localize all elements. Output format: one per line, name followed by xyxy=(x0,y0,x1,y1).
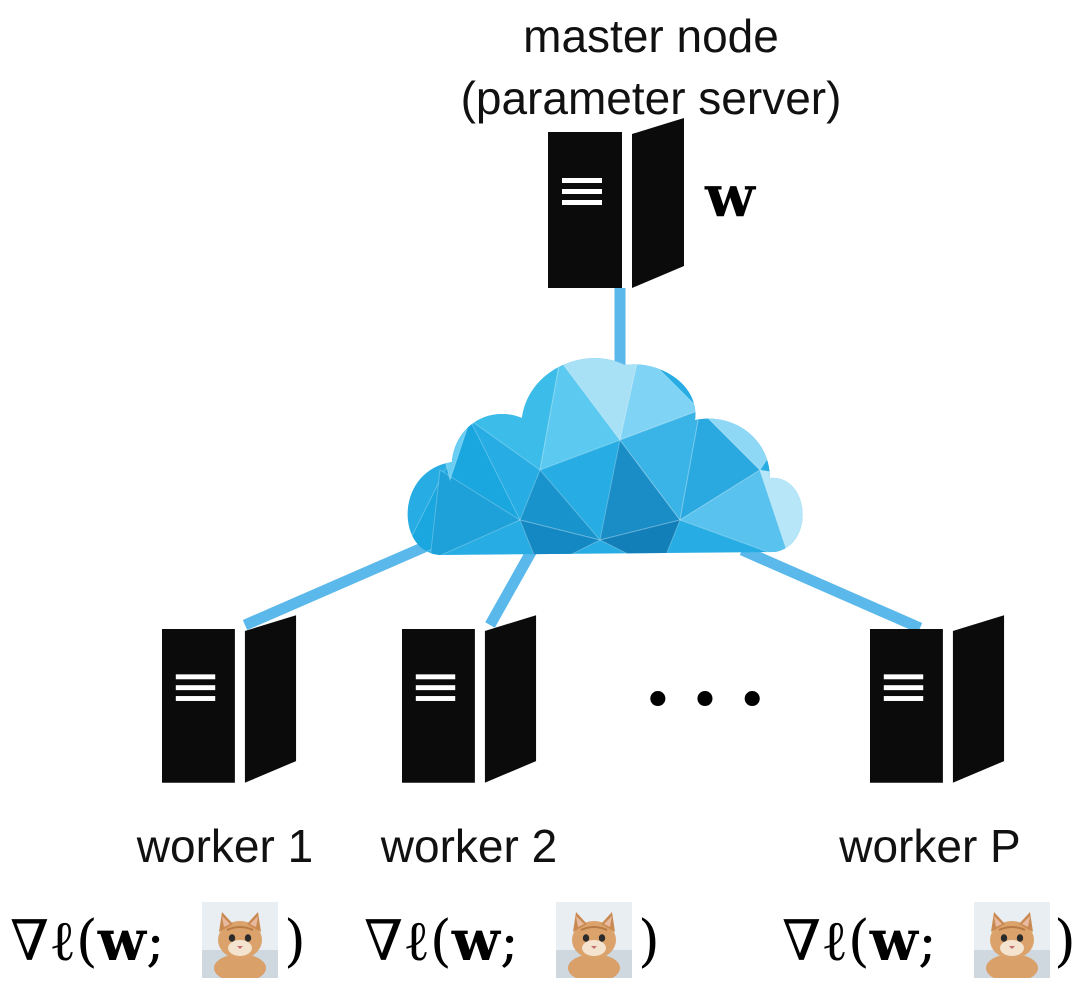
formula-prefix: ∇ℓ( xyxy=(782,909,870,974)
link-worker-p xyxy=(739,544,923,634)
formula-suffix: ) xyxy=(1054,909,1076,974)
server-icon xyxy=(402,615,537,783)
worker-node-1: worker 1 ∇ℓ(w; ) xyxy=(10,615,313,978)
worker-label: worker 2 xyxy=(380,820,557,872)
formula-sep: ; xyxy=(918,909,937,974)
svg-text:∇ℓ(w;: ∇ℓ(w; xyxy=(364,908,519,974)
formula-param: w xyxy=(451,908,502,974)
formula-param: w xyxy=(97,908,148,974)
master-param: w xyxy=(704,162,757,230)
svg-text:∇ℓ(w;: ∇ℓ(w; xyxy=(10,908,165,974)
worker-node-2: worker 2 ∇ℓ(w; ) xyxy=(364,615,660,978)
formula-suffix: ) xyxy=(638,909,660,974)
formula-prefix: ∇ℓ( xyxy=(10,909,98,974)
master-title-line1: master node xyxy=(523,10,779,62)
cat-image-icon xyxy=(202,902,278,978)
gradient-formula: ∇ℓ(w; ) xyxy=(782,902,1076,978)
formula-sep: ; xyxy=(146,909,165,974)
gradient-formula: ∇ℓ(w; ) xyxy=(364,902,660,978)
server-icon xyxy=(548,118,684,288)
link-worker-2 xyxy=(485,542,540,628)
server-icon xyxy=(162,615,297,783)
worker-label: worker 1 xyxy=(136,820,313,872)
formula-param: w xyxy=(869,908,920,974)
worker-node-p: worker P ∇ℓ(w; ) xyxy=(782,615,1076,978)
master-node: master node (parameter server) w xyxy=(461,10,842,288)
cat-image-icon xyxy=(974,902,1050,978)
master-title-line2: (parameter server) xyxy=(461,72,842,124)
worker-label: worker P xyxy=(838,820,1020,872)
formula-sep: ; xyxy=(500,909,519,974)
server-icon xyxy=(870,615,1005,783)
gradient-formula: ∇ℓ(w; ) xyxy=(10,902,306,978)
cat-image-icon xyxy=(556,902,632,978)
cloud-icon xyxy=(407,358,803,555)
svg-text:∇ℓ(w;: ∇ℓ(w; xyxy=(782,908,937,974)
ellipsis: • • • xyxy=(642,671,767,731)
formula-suffix: ) xyxy=(284,909,306,974)
formula-prefix: ∇ℓ( xyxy=(364,909,452,974)
